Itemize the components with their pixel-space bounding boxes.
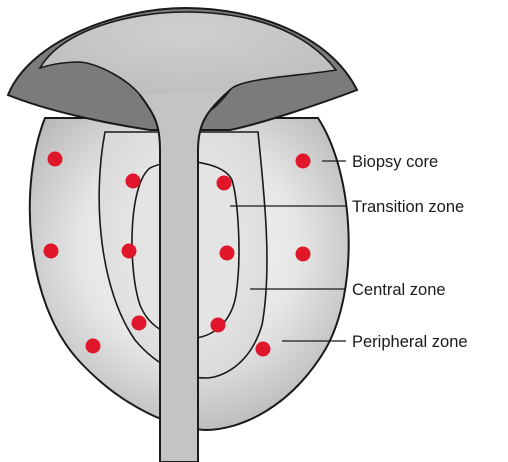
- biopsy-core-dot: [296, 154, 311, 169]
- biopsy-core-dot: [217, 176, 232, 191]
- biopsy-core-dot: [86, 339, 101, 354]
- biopsy-core-dot: [211, 318, 226, 333]
- biopsy-core-dot: [122, 244, 137, 259]
- biopsy-core-dot: [48, 152, 63, 167]
- biopsy-core-dot: [126, 174, 141, 189]
- biopsy-core-dot: [296, 247, 311, 262]
- biopsy-core-dot: [220, 246, 235, 261]
- biopsy-core-dot: [132, 316, 147, 331]
- label-central-zone: Central zone: [352, 281, 446, 299]
- label-transition-zone: Transition zone: [352, 198, 464, 216]
- biopsy-core-dot: [256, 342, 271, 357]
- biopsy-core-dot: [44, 244, 59, 259]
- label-biopsy-core: Biopsy core: [352, 153, 438, 171]
- label-peripheral-zone: Peripheral zone: [352, 333, 468, 351]
